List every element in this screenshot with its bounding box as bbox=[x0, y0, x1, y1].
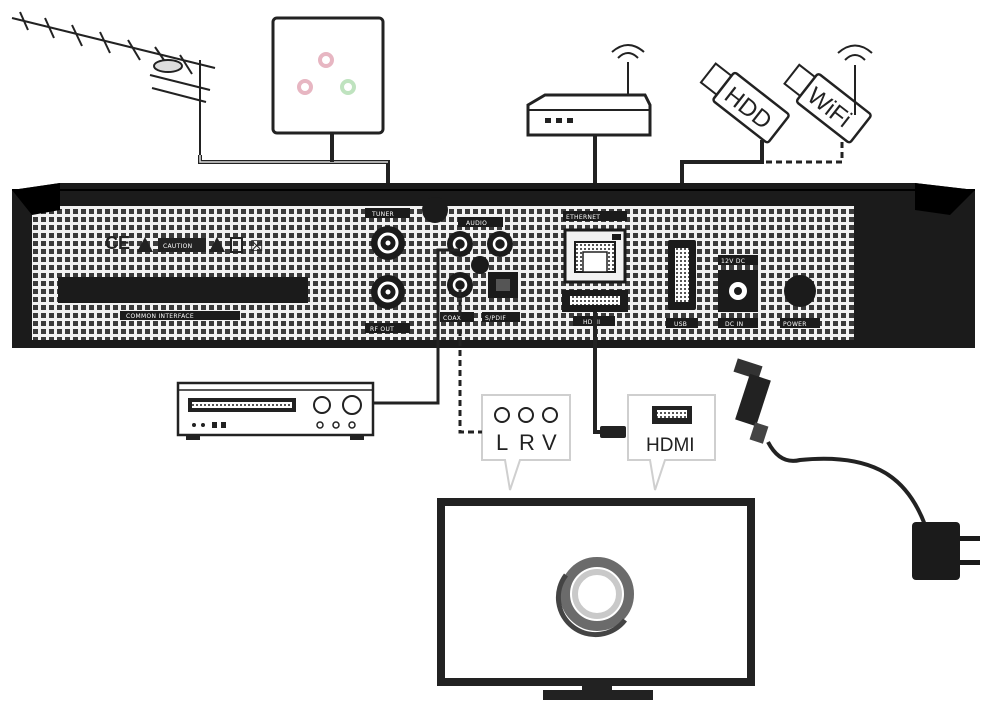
hdmi-callout: HDMI bbox=[627, 394, 716, 491]
rca-label-v: V bbox=[542, 430, 557, 455]
wifi-usb-icon: WiFi bbox=[783, 63, 872, 144]
amplifier-icon bbox=[176, 381, 375, 440]
rca-left-jack bbox=[494, 407, 510, 423]
wifi-cable bbox=[762, 142, 844, 164]
tv-icon bbox=[437, 498, 755, 700]
warning-icon bbox=[209, 237, 225, 252]
power-label: POWER bbox=[783, 321, 807, 328]
antenna-icon bbox=[11, 11, 216, 155]
dc-in-label: DC IN bbox=[725, 321, 743, 328]
rca-video-jack bbox=[542, 407, 558, 423]
caution-text: CAUTION bbox=[163, 243, 192, 250]
receiver-back-panel: CE CAUTION ☒ COMMON INTERFACE TUNER RF O… bbox=[12, 183, 975, 348]
rca-cable bbox=[458, 290, 482, 434]
coaxial-port[interactable] bbox=[447, 272, 473, 298]
hdd-usb-icon: HDD bbox=[699, 62, 790, 144]
rca-callout: L R V bbox=[481, 394, 571, 491]
audio-label: AUDIO bbox=[466, 220, 487, 227]
hdmi-port-label: HDMI bbox=[583, 319, 600, 326]
tuner-label: TUNER bbox=[371, 211, 394, 218]
audio-cable bbox=[373, 248, 460, 405]
screw-knob bbox=[471, 256, 489, 274]
rca-right-jack bbox=[518, 407, 534, 423]
weee-icon: ☒ bbox=[250, 238, 263, 255]
coax-label: COAX bbox=[443, 315, 461, 322]
audio-right-port[interactable] bbox=[487, 231, 513, 257]
common-interface-label: COMMON INTERFACE bbox=[126, 313, 194, 320]
common-interface-plate bbox=[120, 311, 240, 320]
audio-left-port[interactable] bbox=[447, 231, 473, 257]
hdmi-callout-label: HDMI bbox=[646, 435, 695, 456]
rf-out-label: RF OUT bbox=[370, 326, 394, 333]
usb-label: USB bbox=[674, 321, 687, 328]
caution-label bbox=[158, 238, 206, 252]
screw-knob bbox=[422, 197, 448, 223]
rca-label-l: L bbox=[496, 430, 508, 455]
spdif-label: S/PDIF bbox=[485, 315, 506, 322]
warning-icon bbox=[137, 237, 153, 252]
power-button[interactable] bbox=[784, 275, 816, 307]
class2-icon bbox=[230, 237, 243, 253]
router-icon bbox=[526, 44, 652, 137]
ce-mark: CE bbox=[105, 233, 130, 253]
power-adapter-icon bbox=[733, 358, 980, 580]
rca-label-r: R bbox=[519, 430, 535, 455]
wifi-signal-icon bbox=[837, 44, 873, 115]
hdmi-cable bbox=[593, 312, 626, 438]
dc-spec-label: 12V DC bbox=[721, 258, 745, 265]
wall-outlet-icon bbox=[271, 16, 385, 135]
ethernet-label: ETHERNET bbox=[566, 214, 600, 221]
common-interface-slot[interactable] bbox=[58, 277, 308, 303]
